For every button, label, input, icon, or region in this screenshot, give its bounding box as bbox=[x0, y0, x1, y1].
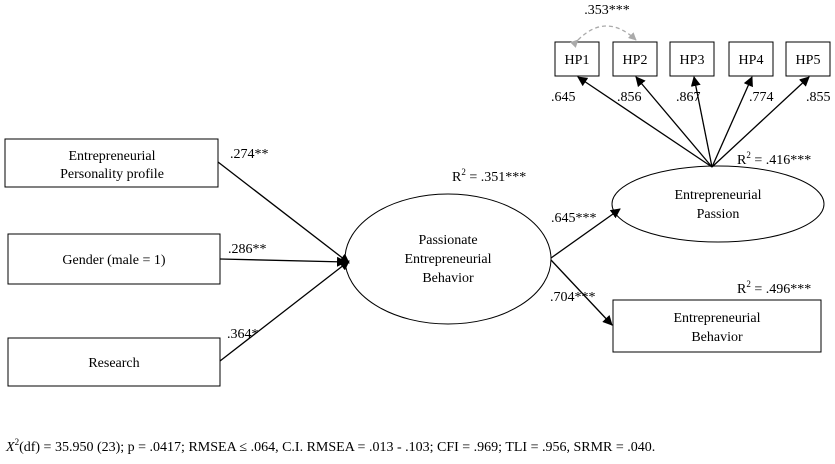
coef-gender-peb: .286** bbox=[228, 242, 267, 257]
model-fit-text: (df) = 35.950 (23); p = .0417; RMSEA ≤ .… bbox=[19, 440, 656, 455]
node-hp1: HP1 bbox=[554, 41, 600, 77]
arrow-passion-to-hp1 bbox=[577, 76, 713, 168]
hp5-label: HP5 bbox=[796, 53, 821, 68]
research-label: Research bbox=[88, 356, 139, 371]
r2-peb: R2 = .351*** bbox=[452, 167, 526, 185]
r2-passion: R2 = .416*** bbox=[737, 150, 811, 168]
coef-peb-behavior: .704*** bbox=[550, 290, 596, 305]
loading-hp1: .645 bbox=[551, 90, 576, 105]
peb-label-line1: Passionate bbox=[418, 233, 477, 248]
node-gender: Gender (male = 1) bbox=[7, 233, 221, 285]
arrow-peb-to-behavior bbox=[550, 259, 613, 326]
behavior-label-line1: Entrepreneurial bbox=[673, 311, 760, 326]
coef-personality-peb: .274** bbox=[230, 147, 269, 162]
peb-label-line3: Behavior bbox=[422, 271, 474, 286]
coef-peb-passion: .645*** bbox=[551, 211, 597, 226]
arrow-passion-to-hp3 bbox=[690, 76, 713, 168]
node-passionate-entrepreneurial-behavior: Passionate Entrepreneurial Behavior bbox=[344, 193, 552, 325]
covariance-arc-hp1-hp2 bbox=[570, 25, 637, 48]
coef-research-peb: .364* bbox=[227, 327, 259, 342]
node-entrepreneurial-behavior: Entrepreneurial Behavior bbox=[612, 299, 822, 353]
arrow-passion-to-hp2 bbox=[635, 76, 713, 168]
gender-label: Gender (male = 1) bbox=[62, 253, 165, 268]
passion-label-line1: Entrepreneurial bbox=[674, 188, 761, 203]
node-entrepreneurial-passion: Entrepreneurial Passion bbox=[611, 165, 825, 243]
personality-label-line2: Personality profile bbox=[60, 167, 164, 182]
node-hp2: HP2 bbox=[612, 41, 658, 77]
loading-hp5: .855 bbox=[806, 90, 831, 105]
peb-label-line2: Entrepreneurial bbox=[404, 252, 491, 267]
hp1-label: HP1 bbox=[565, 53, 590, 68]
chi-square-sup: 2 bbox=[14, 437, 20, 447]
chi-square-symbol: X bbox=[6, 440, 15, 455]
arrow-gender-to-peb bbox=[219, 256, 347, 267]
node-personality-profile: Entrepreneurial Personality profile bbox=[4, 138, 219, 188]
arrow-personality-to-peb bbox=[217, 161, 350, 264]
node-hp4: HP4 bbox=[728, 41, 774, 77]
hp4-label: HP4 bbox=[739, 53, 764, 68]
hp2-label: HP2 bbox=[623, 53, 648, 68]
loading-hp2: .856 bbox=[617, 90, 642, 105]
arrow-research-to-peb bbox=[219, 260, 350, 362]
node-hp3: HP3 bbox=[669, 41, 715, 77]
arrow-peb-to-passion bbox=[550, 208, 621, 259]
arrow-passion-to-hp4 bbox=[711, 76, 753, 168]
node-research: Research bbox=[7, 337, 221, 387]
passion-label-line2: Passion bbox=[697, 207, 740, 222]
node-hp5: HP5 bbox=[785, 41, 831, 77]
behavior-label-line2: Behavior bbox=[691, 330, 743, 345]
covariance-label: .353*** bbox=[584, 3, 630, 18]
personality-label-line1: Entrepreneurial bbox=[68, 149, 155, 164]
arrow-passion-to-hp5 bbox=[711, 76, 810, 168]
hp3-label: HP3 bbox=[680, 53, 705, 68]
r2-behavior: R2 = .496*** bbox=[737, 279, 811, 297]
model-fit-note: X2(df) = 35.950 (23); p = .0417; RMSEA ≤… bbox=[6, 437, 656, 456]
loading-hp3: .867 bbox=[676, 90, 701, 105]
loading-hp4: .774 bbox=[749, 90, 774, 105]
